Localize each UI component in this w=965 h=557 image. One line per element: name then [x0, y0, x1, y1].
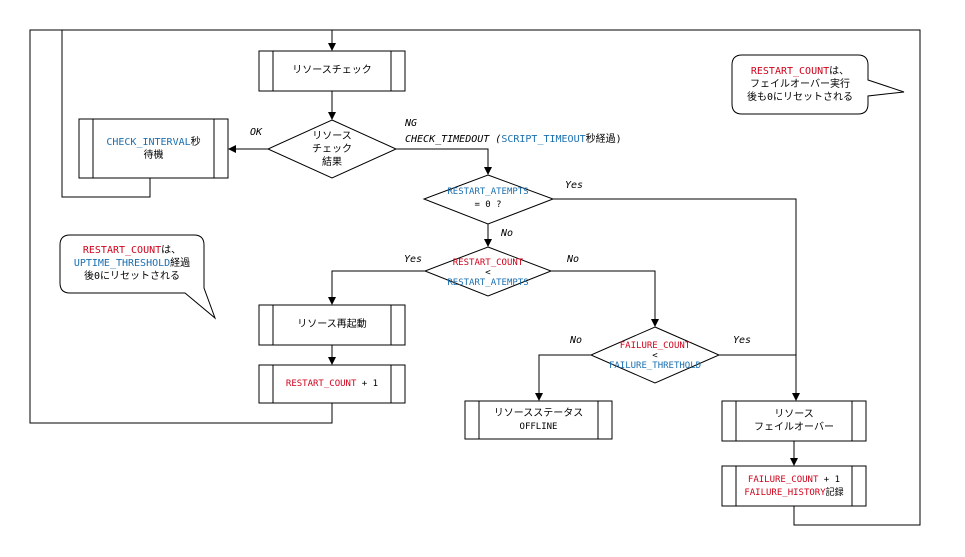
loop-restart-to-top [29, 29, 333, 424]
label-restart: リソース再起動 [297, 319, 367, 330]
label-check-result: リソース チェック 結果 [312, 131, 352, 168]
process-restart-count-inc [258, 364, 406, 404]
callout-right [731, 54, 905, 115]
edge-label-yes-2: Yes [404, 254, 423, 265]
process-status-offline [464, 400, 613, 440]
edge-label-yes-1: Yes [565, 180, 584, 191]
label-failure-record: FAILURE_COUNT + 1 FAILURE_HISTORY記録 [744, 475, 844, 498]
edge-label-no-2: No [567, 254, 580, 265]
loop-wait-to-top [61, 29, 332, 198]
label-status-offline: リソースステータス OFFLINE [493, 408, 584, 432]
edge-label-ok: OK [250, 127, 263, 138]
decision-restart-count-compare [423, 246, 553, 297]
process-failure-record [721, 465, 867, 507]
callout-right-text: RESTART_COUNTは、 フェイルオーバー実行 後も0にリセットされる [746, 66, 854, 103]
label-failure-count-compare: FAILURE_COUNT < FAILURE_THRETHOLD [608, 341, 702, 371]
arrow-yes-to-failover [553, 198, 800, 401]
edge-label-ng: NG [405, 118, 418, 129]
process-check-interval [78, 118, 229, 179]
var-check-interval: CHECK_INTERVAL [106, 137, 191, 148]
arrow-no-to-failure-compare [551, 270, 659, 327]
loop-failover-to-top [332, 29, 921, 526]
label-resource-check: リソースチェック [292, 65, 372, 76]
callout-left [59, 234, 217, 320]
edge-label-ng-detail: CHECK_TIMEDOUT (SCRIPT_TIMEOUT秒経過) [405, 134, 622, 145]
label-check-interval: CHECK_INTERVAL秒 待機 [106, 137, 201, 161]
process-failover [721, 400, 867, 442]
edge-label-yes-3: Yes [733, 335, 752, 346]
edge-label-no-3: No [570, 335, 583, 346]
decision-failure-count-compare [589, 326, 721, 384]
label-restart-atempts-zero: RESTART_ATEMPTS = 0 ? [447, 187, 529, 210]
label-failover: リソース フェイルオーバー [754, 409, 834, 433]
process-resource-check [258, 50, 406, 92]
process-restart [258, 304, 406, 346]
decision-check-result [266, 119, 398, 179]
edge-label-no-1: No [501, 228, 514, 239]
arrow-ng [396, 148, 492, 175]
arrow-no-to-offline [535, 354, 591, 401]
arrow-yes-to-restart [328, 270, 425, 305]
label-restart-count-inc: RESTART_COUNT + 1 [285, 379, 379, 389]
label-restart-count-compare: RESTART_COUNT < RESTART_ATEMPTS [447, 258, 529, 288]
callout-left-text: RESTART_COUNTは、 UPTIME_THRESHOLD経過 後0にリセ… [73, 245, 191, 282]
